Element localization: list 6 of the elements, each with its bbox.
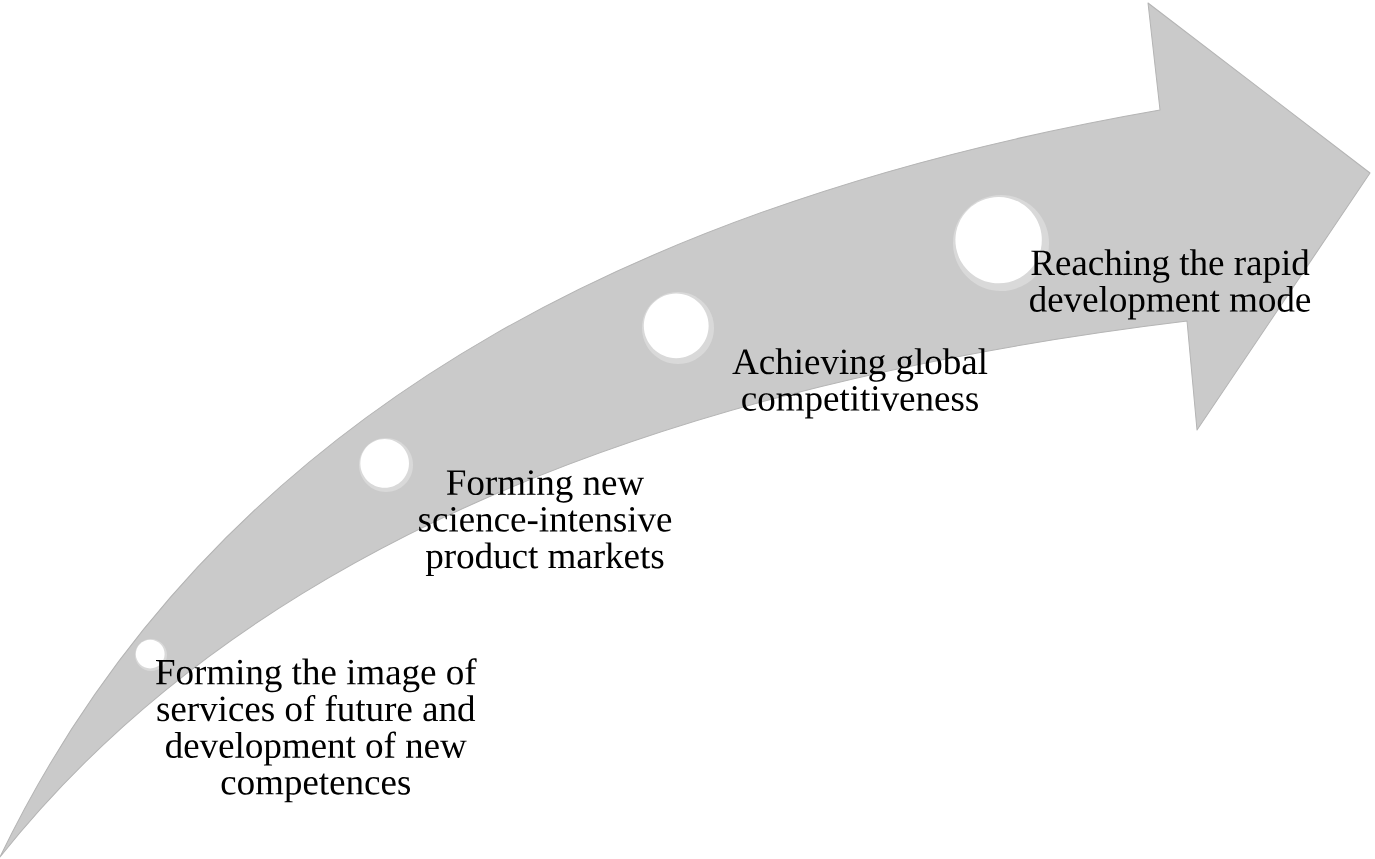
step-label: Forming the image of services of future and development of new competences — [156, 658, 477, 803]
step-label: Forming new science-intensive product markets — [419, 470, 672, 576]
step-label: Achieving global competitiveness — [732, 348, 988, 419]
sphere — [642, 292, 714, 364]
step-label: Reaching the rapid development mode — [1030, 249, 1311, 320]
sphere — [359, 438, 413, 492]
